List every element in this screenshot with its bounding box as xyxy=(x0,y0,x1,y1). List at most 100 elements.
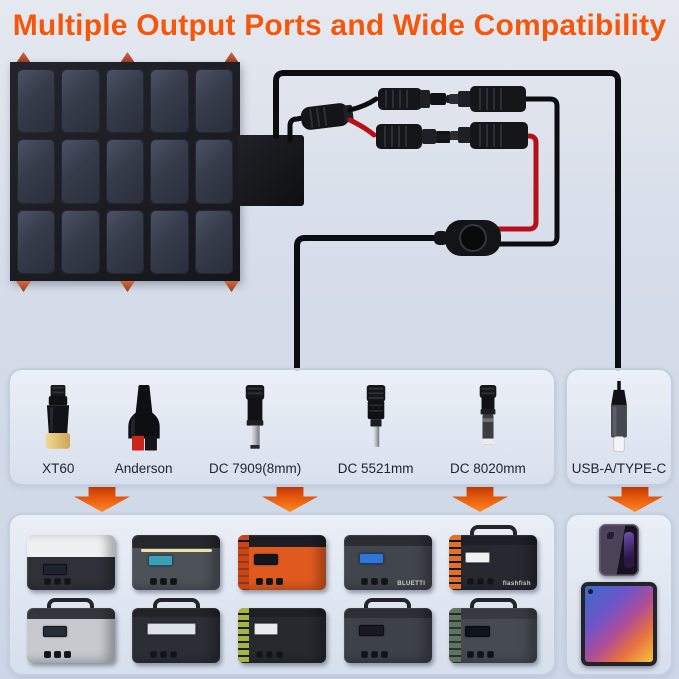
outlet-icon xyxy=(466,578,474,586)
outlet-icon xyxy=(381,651,389,659)
solar-cell xyxy=(194,209,233,274)
carry-handle xyxy=(469,525,517,539)
station-body xyxy=(343,608,432,663)
station-outlets xyxy=(361,578,389,586)
station-outlets xyxy=(466,651,494,659)
outlet-icon xyxy=(486,651,494,659)
connector-item-anderson: Anderson xyxy=(115,385,173,476)
vent-stripe xyxy=(238,608,250,663)
carry-handle xyxy=(469,598,517,612)
connector-item-usb: USB-A/TYPE-C xyxy=(571,381,667,476)
outlet-icon xyxy=(361,578,369,586)
outlet-icon xyxy=(265,578,273,586)
outlet-icon xyxy=(371,651,379,659)
dc5521-connector-icon xyxy=(366,385,385,447)
dc7909-connector-icon xyxy=(245,385,265,449)
connector-label: DC 5521mm xyxy=(337,461,414,476)
connector-label: DC 7909(8mm) xyxy=(208,461,302,476)
station-display xyxy=(42,625,68,638)
carry-handle xyxy=(47,598,95,612)
outlet-icon xyxy=(361,651,369,659)
mc4-connector-icon xyxy=(449,86,526,112)
outlet-icon xyxy=(255,651,263,659)
solar-cell xyxy=(17,69,56,134)
power-station-silver xyxy=(22,597,120,665)
power-station-flashfish: flashfish xyxy=(444,524,542,592)
solar-cell xyxy=(61,69,100,134)
anderson-connector-icon xyxy=(127,385,160,451)
solar-cell xyxy=(194,139,233,204)
usb-c-connector-icon xyxy=(611,381,627,453)
station-display xyxy=(148,554,173,567)
station-body xyxy=(132,535,221,590)
connector-box: XT60 Anderson DC 7909(8mm) xyxy=(8,368,556,486)
connector-item-xt60: XT60 xyxy=(38,385,78,476)
outlet-icon xyxy=(255,578,263,586)
compatible-power-stations-box: BLUETTI flashfish xyxy=(8,513,556,676)
mc4-connector-icon xyxy=(450,122,528,149)
outlet-icon xyxy=(150,651,158,659)
station-outlets xyxy=(361,651,389,659)
outlet-icon xyxy=(265,651,273,659)
outlet-icon xyxy=(371,578,379,586)
station-display xyxy=(359,552,385,565)
panel-hang-loop-icon xyxy=(224,281,239,292)
outlet-icon xyxy=(476,578,484,586)
connector-item-dc5521: DC 5521mm xyxy=(338,385,414,476)
station-display xyxy=(465,551,490,564)
vent-stripe xyxy=(449,608,461,663)
station-body: BLUETTI xyxy=(343,535,432,590)
vent-stripe xyxy=(449,535,461,590)
solar-cell xyxy=(61,139,100,204)
outlet-icon xyxy=(160,578,168,586)
carry-handle xyxy=(152,598,200,612)
outlet-icon xyxy=(54,651,62,659)
solar-cell xyxy=(150,209,189,274)
connector-label: DC 8020mm xyxy=(449,461,526,476)
station-outlets xyxy=(255,651,283,659)
power-station-orange xyxy=(233,524,331,592)
y-splitter-connector-icon xyxy=(300,103,354,130)
dc8020-connector-icon xyxy=(479,385,497,445)
station-outlets xyxy=(150,651,178,659)
outlet-icon xyxy=(150,578,158,586)
outlet-icon xyxy=(486,578,494,586)
connector-label: USB-A/TYPE-C xyxy=(571,461,667,476)
connector-label: XT60 xyxy=(42,461,75,476)
outlet-icon xyxy=(275,578,283,586)
adapter-cable-red xyxy=(494,133,539,232)
outlet-icon xyxy=(160,651,168,659)
mc4-branch-red xyxy=(347,117,377,138)
panel-hang-loop-icon xyxy=(16,52,31,63)
mc4-connector-icon xyxy=(378,88,457,110)
outlet-icon xyxy=(44,578,52,586)
solar-cell xyxy=(17,209,56,274)
power-station-dark-handle xyxy=(339,597,437,665)
xt60-connector-icon xyxy=(46,385,71,449)
led-strip xyxy=(141,549,212,553)
connector-item-dc8020: DC 8020mm xyxy=(450,385,526,476)
output-cable xyxy=(294,235,443,371)
station-body: flashfish xyxy=(449,535,538,590)
outlet-icon xyxy=(170,578,178,586)
solar-cell xyxy=(105,69,145,134)
connector-label: Anderson xyxy=(114,461,173,476)
outlet-icon xyxy=(466,651,474,659)
connector-item-dc7909: DC 7909(8mm) xyxy=(209,385,301,476)
station-display xyxy=(465,625,490,638)
station-display xyxy=(359,624,385,637)
phone-camera-icon xyxy=(604,528,617,542)
compatible-mobile-devices-box xyxy=(565,513,673,676)
outlet-icon xyxy=(381,578,389,586)
solar-cell xyxy=(105,209,145,274)
y-adapter-connector-icon xyxy=(434,220,501,256)
brand-label: flashfish xyxy=(502,581,531,588)
outlet-icon xyxy=(170,651,178,659)
panel-hang-loop-icon xyxy=(120,52,135,63)
phone-screen xyxy=(624,531,634,568)
brand-label: BLUETTI xyxy=(397,581,426,588)
solar-cell xyxy=(194,69,233,134)
station-body xyxy=(26,608,115,663)
page-title: Multiple Output Ports and Wide Compatibi… xyxy=(12,9,667,42)
